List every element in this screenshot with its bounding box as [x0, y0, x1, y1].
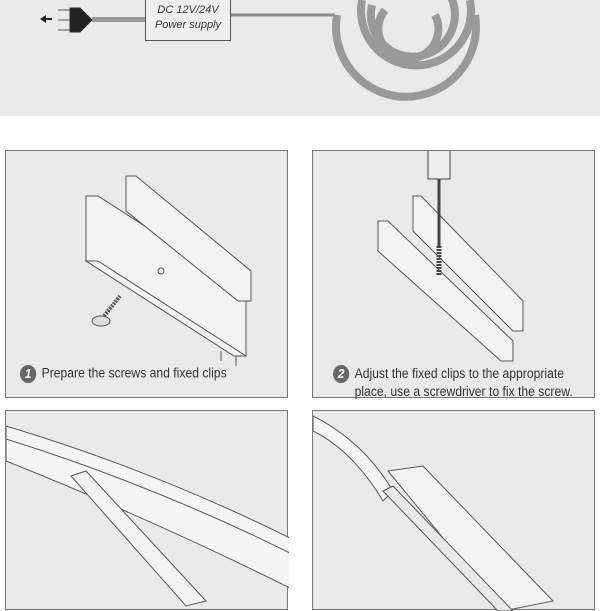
arrow-left-icon — [40, 15, 52, 23]
screwdriver-icon — [427, 151, 451, 276]
step-1-panel — [5, 150, 288, 398]
step-number-badge: 1 — [20, 365, 37, 383]
step-2-text-line1: Adjust the fixed clips to the appropriat… — [354, 366, 564, 381]
step-3-panel — [5, 410, 289, 610]
step-2-text-line2: place, use a screwdriver to fix the scre… — [354, 384, 573, 400]
led-strip-coil — [332, 0, 480, 101]
screw-icon — [91, 294, 122, 327]
strip-into-clip-illustration — [6, 425, 289, 607]
wiring-illustration — [40, 0, 480, 101]
power-supply-label: Power supply — [154, 19, 222, 31]
power-diagram: DC 12V/24V Power supply — [0, 0, 600, 116]
screwdriver-fixing-illustration — [377, 151, 524, 362]
cable — [92, 17, 146, 22]
clip-and-screw-illustration — [84, 175, 252, 366]
step-2-caption: 2 Adjust the fixed clips to the appropria… — [333, 365, 573, 400]
step-1-text: Prepare the screws and fixed clips — [41, 365, 227, 381]
step-4-panel — [312, 410, 595, 611]
power-supply-voltage: DC 12V/24V — [157, 4, 219, 16]
step-2-panel — [312, 150, 595, 398]
strip-pressed-into-clip-illustration — [313, 415, 554, 611]
power-supply-box: DC 12V/24V Power supply — [145, 0, 231, 41]
step-number-badge: 2 — [333, 365, 350, 384]
plug-icon — [58, 7, 93, 33]
